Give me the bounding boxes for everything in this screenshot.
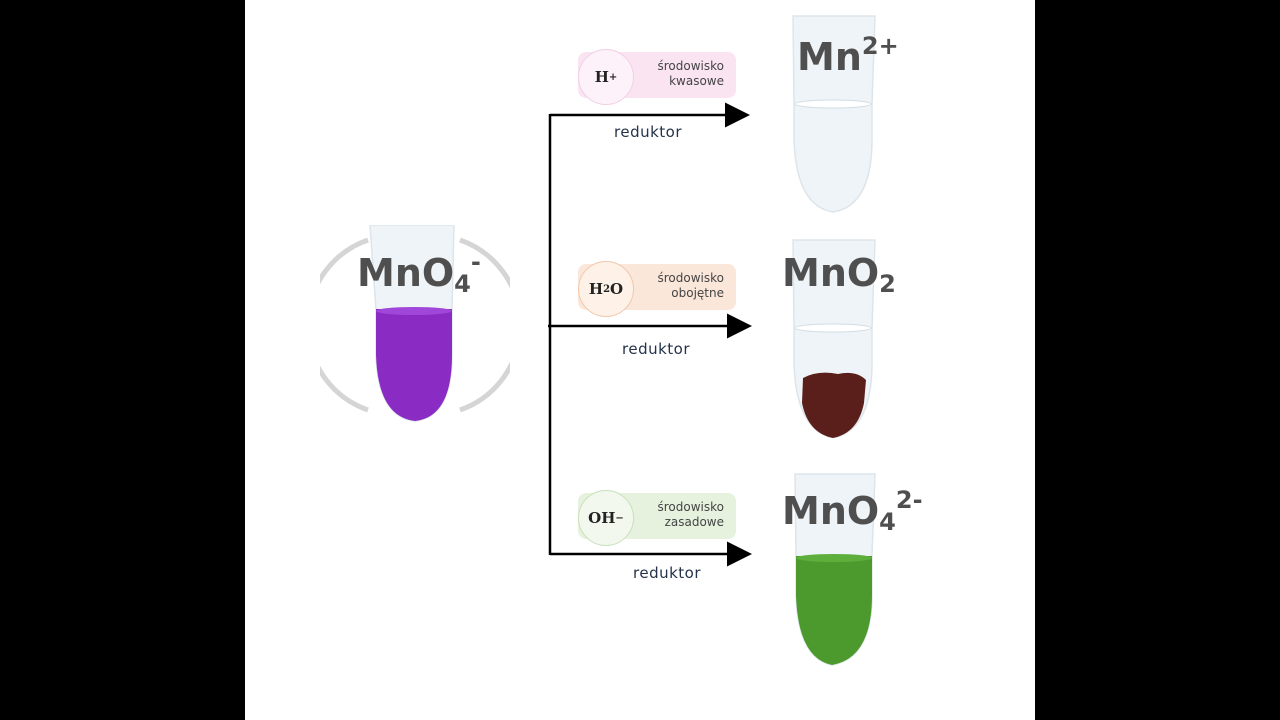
product-formula-mn2plus: Mn2+ xyxy=(797,32,899,79)
source-tube xyxy=(320,225,510,422)
reaction-arrows xyxy=(548,102,752,567)
permanganate-liquid xyxy=(376,309,452,421)
arrow-label-basic: reduktor xyxy=(633,564,702,582)
manganate-liquid xyxy=(796,556,872,665)
ion-circle-oh-minus: OH− xyxy=(578,490,634,546)
arrow-label-acidic: reduktor xyxy=(614,123,683,141)
mno2-precipitate xyxy=(802,372,866,438)
product-formula-mno4-2minus: MnO42- xyxy=(782,486,923,536)
product-tube-mno2 xyxy=(792,239,876,438)
product-tube-mn2plus xyxy=(792,15,876,213)
source-formula: MnO4- xyxy=(357,248,481,298)
ion-circle-h-plus: H+ xyxy=(578,49,634,105)
product-tube-mno4-2minus xyxy=(794,473,876,666)
arrow-label-neutral: reduktor xyxy=(622,340,691,358)
product-formula-mno2: MnO2 xyxy=(782,251,896,298)
